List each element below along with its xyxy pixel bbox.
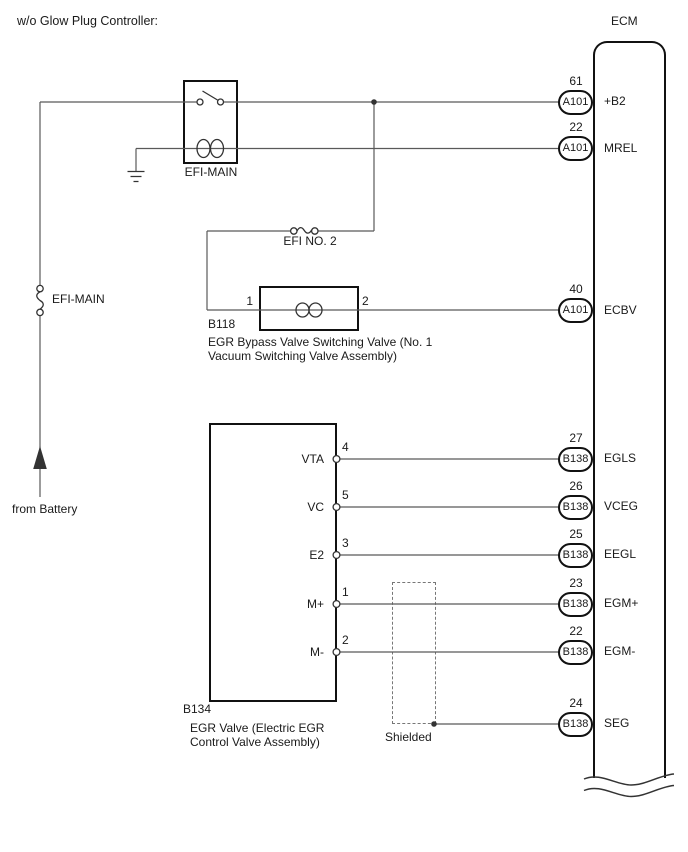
b134-pin-name-mminus: M- — [310, 645, 324, 659]
ecm-connector-vceg: B138 — [558, 495, 593, 520]
ecm-box — [593, 41, 666, 778]
b134-pin-number-mminus: 2 — [342, 633, 349, 647]
ecm-pin-name-vceg: VCEG — [604, 499, 639, 513]
b118-code: B118 — [208, 317, 236, 331]
ecm-connector-mrel: A101 — [558, 136, 593, 161]
b134-pin-name-vc: VC — [307, 500, 324, 514]
b134-code: B134 — [183, 702, 212, 716]
ecm-pin-name-mrel: MREL — [604, 141, 638, 155]
fuse-efi-main-icon — [36, 291, 44, 310]
ecm-connector-egmminus: B138 — [558, 640, 593, 665]
fuse-efi-main-icon — [36, 284, 44, 293]
b118-pin-1: 1 — [246, 294, 253, 308]
ground-icon — [127, 170, 145, 183]
fuse-efi-main-icon — [36, 308, 44, 317]
ecm-pin-number-ecbv: 40 — [569, 282, 583, 296]
b134-valve-box — [209, 423, 337, 702]
ecm-label: ECM — [611, 14, 638, 28]
fuse-efi-no2-label: EFI NO. 2 — [283, 234, 337, 248]
b118-description-line2: Vacuum Switching Valve Assembly) — [208, 349, 397, 363]
shield-dashed-box — [392, 582, 436, 724]
ecm-connector-egls: B138 — [558, 447, 593, 472]
ecm-pin-number-egls: 27 — [569, 431, 583, 445]
from-battery-label: from Battery — [12, 502, 78, 516]
ecm-connector-eegl: B138 — [558, 543, 593, 568]
ecm-pin-number-mrel: 22 — [569, 120, 583, 134]
b118-description-line1: EGR Bypass Valve Switching Valve (No. 1 — [208, 335, 433, 349]
ecm-pin-name-eegl: EEGL — [604, 547, 637, 561]
relay-label: EFI-MAIN — [184, 165, 238, 179]
ecm-pin-name-ecbv: ECBV — [604, 303, 637, 317]
b134-pin-name-vta: VTA — [301, 452, 324, 466]
b134-pin-number-vta: 4 — [342, 440, 349, 454]
b118-pin-2: 2 — [362, 294, 369, 308]
b134-pin-name-e2: E2 — [309, 548, 324, 562]
efi-main-relay-box — [183, 80, 238, 164]
ecm-pin-number-egmminus: 22 — [569, 624, 583, 638]
ecm-pin-name-egls: EGLS — [604, 451, 637, 465]
b134-description-line2: Control Valve Assembly) — [190, 735, 320, 749]
ecm-connector-b2: A101 — [558, 90, 593, 115]
ecm-pin-name-seg: SEG — [604, 716, 630, 730]
fuse-efi-main-label: EFI-MAIN — [52, 292, 105, 306]
ecm-pin-number-b2: 61 — [569, 74, 583, 88]
ecm-pin-number-eegl: 25 — [569, 527, 583, 541]
ecm-pin-number-seg: 24 — [569, 696, 583, 710]
junction-dot — [371, 99, 377, 105]
b134-pin-name-mplus: M+ — [306, 597, 324, 611]
fuse-efi-no2-icon — [296, 226, 313, 234]
ecm-connector-egmplus: B138 — [558, 592, 593, 617]
ecm-break-wave-icon — [583, 784, 675, 798]
ecm-pin-number-egmplus: 23 — [569, 576, 583, 590]
b134-pin-number-vc: 5 — [342, 488, 349, 502]
page-title: w/o Glow Plug Controller: — [17, 14, 159, 28]
ecm-connector-ecbv: A101 — [558, 298, 593, 323]
ecm-pin-name-egmminus: EGM- — [604, 644, 636, 658]
ecm-pin-name-egmplus: EGM+ — [604, 596, 639, 610]
b134-pin-number-e2: 3 — [342, 536, 349, 550]
b118-valve-box — [259, 286, 359, 331]
ecm-connector-seg: B138 — [558, 712, 593, 737]
shielded-label: Shielded — [385, 730, 432, 744]
b134-pin-number-mplus: 1 — [342, 585, 349, 599]
ecm-pin-name-b2: +B2 — [604, 94, 626, 108]
b134-description-line1: EGR Valve (Electric EGR — [190, 721, 325, 735]
battery-arrow-icon — [33, 446, 47, 469]
ecm-pin-number-vceg: 26 — [569, 479, 583, 493]
